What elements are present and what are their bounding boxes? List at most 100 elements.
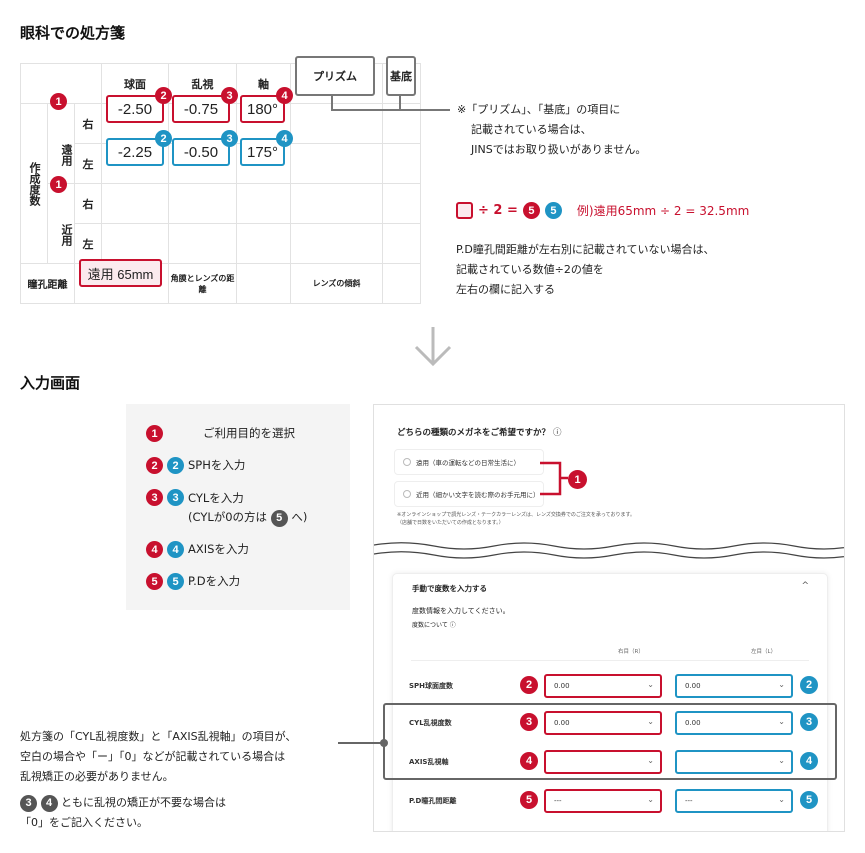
badge-4: 4 — [276, 130, 293, 147]
badge-1: 1 — [146, 425, 163, 442]
badge-5: 5 — [167, 573, 184, 590]
badge-5: 5 — [800, 791, 818, 809]
cyl-note-2: 3 4 ともに乱視の矯正が不要な場合は 「0」をご記入ください。 — [20, 794, 226, 829]
badge-3: 3 — [520, 713, 538, 731]
rx-left-axis: 175°4 — [240, 130, 293, 166]
select-sph-left[interactable]: 0.00⌄ — [675, 674, 793, 698]
accordion-title[interactable]: 手動で度数を入力する — [412, 584, 487, 593]
badge-1-distance: 1 — [50, 93, 67, 110]
about-link[interactable]: 度数について ⓘ — [412, 622, 456, 629]
cyl-axis-highlight — [383, 703, 837, 780]
chevron-down-icon: ⌄ — [778, 756, 785, 765]
badge-2: 2 — [146, 457, 163, 474]
cyl-note-connector — [338, 739, 388, 747]
col-right-label: 右目（R） — [618, 649, 644, 655]
badge-3: 3 — [146, 489, 163, 506]
select-pd-right[interactable]: ---⌄ — [544, 789, 662, 813]
badge-3: 3 — [800, 713, 818, 731]
info-icon: ⓘ — [552, 428, 562, 438]
info-icon: ⓘ — [449, 622, 456, 629]
badge-4: 4 — [276, 87, 293, 104]
badge-5: 5 — [146, 573, 163, 590]
badge-5: 5 — [522, 202, 540, 219]
left-label: 左 — [73, 223, 103, 264]
badge-2: 2 — [167, 457, 184, 474]
notice-text: ※オンラインショップで調光レンズ・テークカラーレンズは、レンズ交換券でのご注文を… — [397, 512, 635, 526]
legend-text: ご利用目的を選択 — [203, 426, 295, 440]
cyl-note: 処方箋の「CYL乱視度数」と「AXIS乱視軸」の項目が、空白の場合や「ー」「0」… — [20, 730, 297, 783]
select-cyl-left[interactable]: 0.00⌄ — [675, 711, 793, 735]
badge-1: 1 — [568, 470, 587, 489]
badge-5: 5 — [520, 791, 538, 809]
section-title-prescription: 眼科での処方箋 — [20, 24, 126, 42]
prism-note: ※「プリズム」、「基底」の項目に記載されている場合は、JINSではお取り扱いがあ… — [457, 103, 647, 156]
distance-label: 遠用 — [47, 103, 75, 184]
badge-4: 4 — [167, 541, 184, 558]
section-title-input: 入力画面 — [20, 374, 81, 392]
group-label: 作成度数 — [20, 103, 48, 264]
legend-text: P.Dを入力 — [188, 574, 241, 588]
legend-sub: へ) — [291, 510, 308, 524]
manual-input-card: 手動で度数を入力する ^ 度数情報を入力してください。 度数について ⓘ 右目（… — [392, 573, 828, 831]
radio-circle-icon — [403, 490, 411, 498]
legend-text: CYLを入力 — [188, 491, 244, 505]
badge-4: 4 — [520, 752, 538, 770]
chevron-down-icon: ⌄ — [778, 717, 785, 726]
pd-note: P.D瞳孔間距離が左右別に記載されていない場合は、記載されている数値÷2の値を左… — [456, 243, 715, 296]
form-rows: SPH球面度数 2 0.00⌄ 0.00⌄ 2 CYL乱視度数 3 0.00⌄ … — [373, 404, 845, 832]
row-label-axis: AXIS乱視軸 — [409, 758, 449, 766]
instruction-text: 度数情報を入力してください。 — [412, 607, 510, 615]
chevron-down-icon: ⌄ — [647, 795, 654, 804]
badge-2: 2 — [800, 676, 818, 694]
badge-2: 2 — [520, 676, 538, 694]
select-cyl-right[interactable]: 0.00⌄ — [544, 711, 662, 735]
near-label: 近用 — [47, 183, 75, 264]
question-heading: どちらの種類のメガネをご希望ですか？ ⓘ — [397, 428, 562, 438]
badge-2: 2 — [155, 87, 172, 104]
chevron-up-icon[interactable]: ^ — [801, 581, 809, 591]
chevron-down-icon: ⌄ — [778, 795, 785, 804]
wave-break — [374, 542, 844, 559]
select-sph-right[interactable]: 0.00⌄ — [544, 674, 662, 698]
row-label-cyl: CYL乱視度数 — [409, 719, 452, 727]
chevron-down-icon: ⌄ — [778, 680, 785, 689]
select-pd-left[interactable]: ---⌄ — [675, 789, 793, 813]
row-label-pd: P.D瞳孔間距離 — [409, 797, 457, 805]
badge-4: 4 — [800, 752, 818, 770]
badge-2: 2 — [155, 130, 172, 147]
badge-3: 3 — [167, 489, 184, 506]
cornea-label: 角膜とレンズの距離 — [168, 263, 238, 304]
legend-sub: (CYLが0の方は — [188, 510, 268, 524]
pd-label: 瞳孔距離 — [20, 263, 75, 304]
formula-example: 例)遠用65mm ÷ 2 = 32.5mm — [576, 204, 750, 218]
badge-1-near: 1 — [50, 176, 67, 193]
badge-3: 3 — [221, 87, 238, 104]
prism-header: プリズム — [295, 56, 375, 96]
badge-4-gray: 4 — [40, 794, 58, 812]
badge-5-gray: 5 — [270, 510, 288, 527]
badge-3: 3 — [221, 130, 238, 147]
row-label-sph: SPH球面度数 — [409, 682, 454, 690]
chevron-down-icon: ⌄ — [647, 717, 654, 726]
legend-text: SPHを入力 — [188, 458, 246, 472]
col-left-label: 左目（L） — [751, 649, 777, 655]
select-axis-left[interactable]: ⌄ — [675, 750, 793, 774]
tilt-label: レンズの傾斜 — [290, 263, 384, 304]
right-label: 右 — [73, 183, 103, 224]
pd-box-icon — [456, 202, 473, 219]
legend-text: AXISを入力 — [188, 542, 249, 556]
left-label: 左 — [73, 143, 103, 184]
chevron-down-icon: ⌄ — [647, 680, 654, 689]
badge-5: 5 — [544, 202, 562, 219]
formula-operator: ÷ 2 = — [478, 203, 518, 218]
badge-4: 4 — [146, 541, 163, 558]
down-arrow-icon — [414, 327, 452, 367]
badge-3-gray: 3 — [20, 794, 37, 812]
rx-pd-value: 遠用 65mm — [79, 259, 162, 287]
select-axis-right[interactable]: ⌄ — [544, 750, 662, 774]
bracket-connector — [540, 461, 568, 496]
